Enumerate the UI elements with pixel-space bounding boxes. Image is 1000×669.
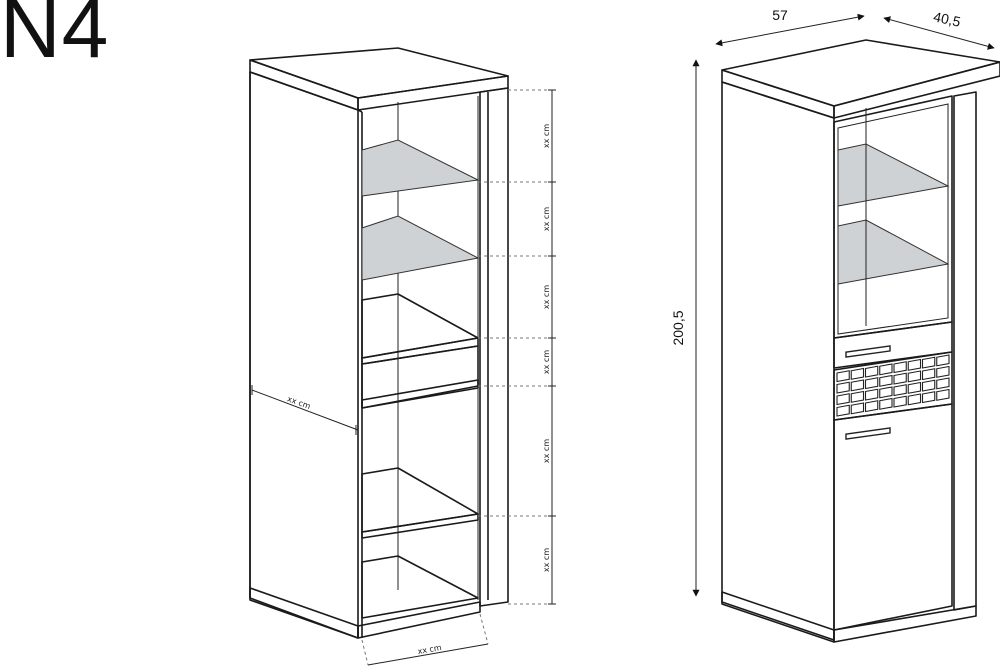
width-value: 57	[772, 7, 788, 23]
height-label-5: xx cm	[542, 439, 551, 463]
lattice-cell	[893, 372, 907, 385]
lattice-cell	[850, 402, 865, 415]
depth-value: 40,5	[932, 8, 962, 29]
depth-arrow	[883, 16, 995, 50]
decorative-lattice	[833, 351, 953, 421]
lattice-cell	[921, 391, 936, 404]
lattice-cell	[879, 386, 893, 399]
lattice-cell	[864, 377, 879, 390]
lattice-cell	[936, 388, 950, 401]
height-label-6: xx cm	[542, 548, 551, 572]
lattice-cell	[850, 367, 865, 380]
glass-shelf-1	[837, 143, 950, 207]
door-handle[interactable]	[845, 427, 891, 440]
height-label-2: xx cm	[542, 207, 551, 231]
glass-door	[833, 95, 953, 339]
glass-shelf-2	[361, 215, 480, 281]
lattice-cell	[836, 381, 850, 394]
lattice-cell	[907, 381, 922, 394]
height-value: 200,5	[670, 310, 686, 345]
lattice-cell	[864, 400, 879, 413]
right-side-panel	[953, 91, 977, 611]
lattice-cell	[936, 354, 950, 367]
top-edge	[357, 75, 509, 111]
depth-label: xx cm	[286, 394, 312, 411]
lattice-cell	[850, 379, 865, 392]
left-side-panel	[721, 81, 835, 641]
left-side-panel	[249, 71, 359, 639]
glass-shelf-1	[361, 139, 480, 197]
lattice-cell	[921, 356, 936, 369]
height-label-1: xx cm	[542, 124, 551, 148]
lattice-cell	[879, 397, 893, 410]
lattice-cell	[836, 404, 850, 417]
model-title: N4	[0, 0, 110, 75]
width-arrow	[715, 13, 865, 47]
closed-cabinet: 57 40,5 200,5	[670, 7, 1000, 643]
lattice-cell	[850, 390, 865, 403]
glass-shelf-2	[837, 219, 950, 285]
lattice-cell	[879, 363, 893, 376]
lattice-cell	[893, 384, 907, 397]
dimension-ticks	[548, 89, 556, 605]
lattice-cell	[907, 393, 922, 406]
bottom-shelf	[361, 555, 479, 619]
lattice-cell	[864, 365, 879, 378]
lattice-cell	[907, 358, 922, 371]
open-cabinet: xx cm xx cm xx cm xx cm xx cm xx cm xx c…	[249, 47, 556, 666]
depth-dimension-line	[251, 389, 359, 431]
lattice-cell	[907, 370, 922, 383]
height-label-4: xx cm	[542, 350, 551, 374]
drawer-handle[interactable]	[845, 345, 891, 358]
lattice-cell	[864, 388, 879, 401]
lattice-cell	[921, 379, 936, 392]
width-dimension-line	[367, 643, 489, 666]
lattice-cell	[836, 370, 850, 383]
lattice-cell	[936, 365, 950, 378]
lattice-cell	[936, 377, 950, 390]
lattice-cell	[879, 374, 893, 387]
height-label-3: xx cm	[542, 285, 551, 309]
lattice-cell	[893, 361, 907, 374]
lower-door	[833, 403, 953, 631]
lattice-cell	[893, 395, 907, 408]
right-side-panel	[479, 87, 509, 607]
lattice-cell	[921, 368, 936, 381]
lattice-cell	[836, 393, 850, 406]
width-label: xx cm	[417, 643, 443, 656]
